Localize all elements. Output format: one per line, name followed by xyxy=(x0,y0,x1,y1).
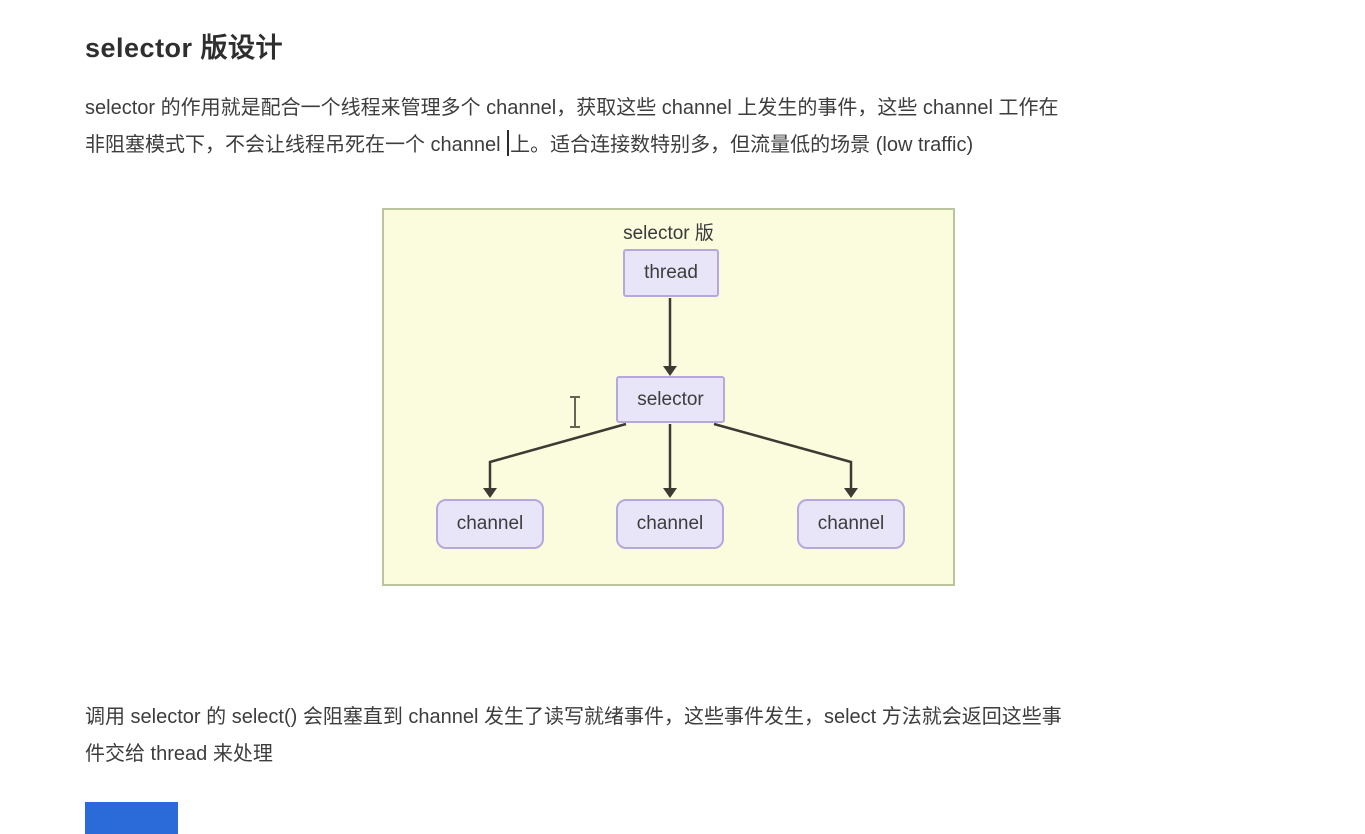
ibeam-cursor-icon xyxy=(570,396,580,428)
page-title: selector 版设计 xyxy=(85,33,284,63)
paragraph-intro[interactable]: selector 的作用就是配合一个线程来管理多个 channel，获取这些 c… xyxy=(85,90,1059,164)
node-selector: selector xyxy=(616,376,725,423)
diagram-caption: selector 版 xyxy=(623,223,714,244)
node-channel-2: channel xyxy=(616,499,724,549)
diagram-arrows xyxy=(483,298,858,498)
text-line: selector 的作用就是配合一个线程来管理多个 channel，获取这些 c… xyxy=(85,97,1059,119)
text-segment: 上。适合连接数特别多，但流量低的场景 (low traffic) xyxy=(510,134,974,156)
text-segment: 非阻塞模式下，不会让线程吊死在一个 channel xyxy=(85,134,507,156)
text-line: 非阻塞模式下，不会让线程吊死在一个 channel 上。适合连接数特别多，但流量… xyxy=(85,127,1059,164)
selector-diagram: selector 版 thread selector channel chann… xyxy=(382,208,955,586)
text-caret xyxy=(507,130,510,156)
node-thread: thread xyxy=(623,249,719,297)
paragraph-select-desc[interactable]: 调用 selector 的 select() 会阻塞直到 channel 发生了… xyxy=(85,699,1062,773)
node-channel-1: channel xyxy=(436,499,544,549)
text-line: 调用 selector 的 select() 会阻塞直到 channel 发生了… xyxy=(85,706,1062,728)
blue-bar xyxy=(85,802,178,834)
node-channel-3: channel xyxy=(797,499,905,549)
text-line: 件交给 thread 来处理 xyxy=(85,743,273,765)
